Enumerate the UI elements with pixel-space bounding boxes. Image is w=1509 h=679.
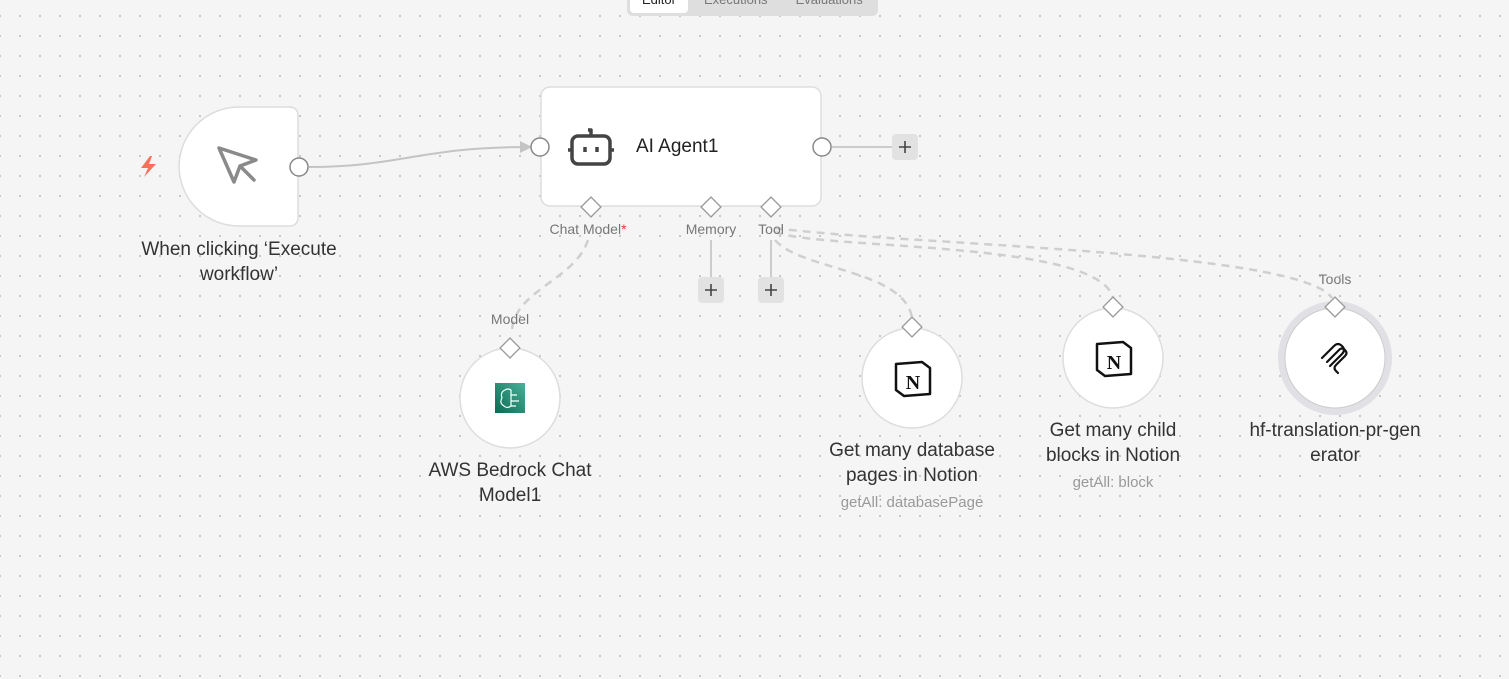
notion-blocks-title: Get many child blocks in Notion [1045, 420, 1181, 466]
bedrock-model-port[interactable] [499, 337, 521, 359]
tools-label: Tools [1318, 271, 1352, 287]
connection-tool-notion-pages [774, 239, 914, 319]
add-output-button[interactable] [892, 134, 918, 160]
svg-text:N: N [906, 372, 921, 394]
hf-title: hf-translation-pr-generator [1249, 420, 1421, 466]
connection-trigger-agent[interactable] [308, 146, 529, 168]
bedrock-title: AWS Bedrock Chat Model1 [428, 460, 592, 506]
chat-model-label: Chat Model* [549, 221, 627, 237]
aws-bedrock-icon [495, 383, 525, 413]
chat-model-port[interactable] [580, 196, 602, 218]
lightning-bolt-icon [141, 156, 156, 177]
tool-label: Tool [758, 221, 784, 237]
notion-pages-subtitle: getAll: databasePage [840, 494, 984, 511]
mcp-icon [1320, 342, 1348, 375]
trigger-title: When clicking ‘Execute workflow’ [141, 239, 337, 285]
notion-blocks-subtitle: getAll: block [1072, 474, 1154, 491]
model-label: Model [490, 311, 530, 327]
connection-tool-notion-blocks [774, 230, 1115, 299]
tab-editor[interactable]: Editor [630, 0, 688, 13]
agent-input-port[interactable] [530, 137, 550, 157]
cursor-pointer-icon [217, 146, 258, 184]
notion-icon: N [1095, 340, 1133, 378]
tab-evaluations[interactable]: Evaluations [784, 0, 875, 13]
add-tool-button[interactable] [758, 277, 784, 303]
hf-node[interactable] [1284, 307, 1386, 409]
svg-text:N: N [1107, 352, 1122, 374]
agent-output-port[interactable] [812, 137, 832, 157]
notion-pages-port[interactable] [901, 316, 923, 338]
view-tabs: Editor Executions Evaluations [627, 0, 878, 16]
memory-port[interactable] [700, 196, 722, 218]
trigger-output-port[interactable] [289, 157, 309, 177]
tab-executions[interactable]: Executions [692, 0, 780, 13]
tool-port[interactable] [760, 196, 782, 218]
robot-icon [568, 128, 614, 166]
ai-agent-title: AI Agent1 [636, 136, 719, 157]
hf-tools-port[interactable] [1324, 296, 1346, 318]
connection-model [510, 239, 590, 331]
notion-icon: N [894, 360, 932, 398]
notion-blocks-port[interactable] [1102, 296, 1124, 318]
add-memory-button[interactable] [698, 277, 724, 303]
arrow-icon [520, 141, 532, 153]
memory-label: Memory [685, 221, 737, 237]
connection-tool-hf [774, 226, 1334, 299]
notion-pages-title: Get many database pages in Notion [829, 440, 995, 486]
